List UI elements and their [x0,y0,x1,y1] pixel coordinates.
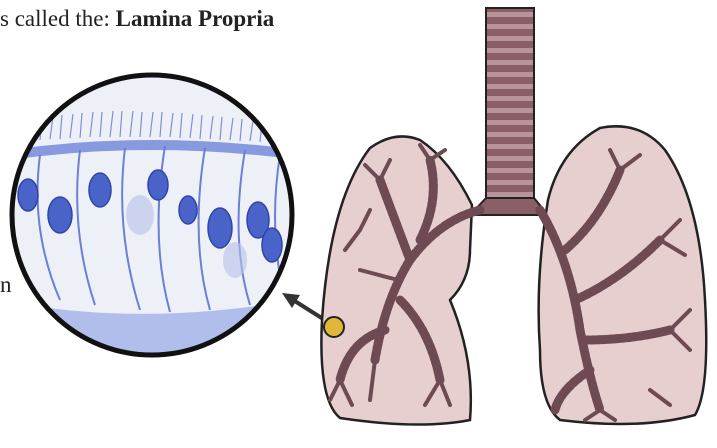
magnified-cells-view [0,60,320,380]
marker-dot [324,317,344,337]
lung-right [539,126,707,424]
trachea [470,8,548,215]
lung-left [321,136,480,424]
